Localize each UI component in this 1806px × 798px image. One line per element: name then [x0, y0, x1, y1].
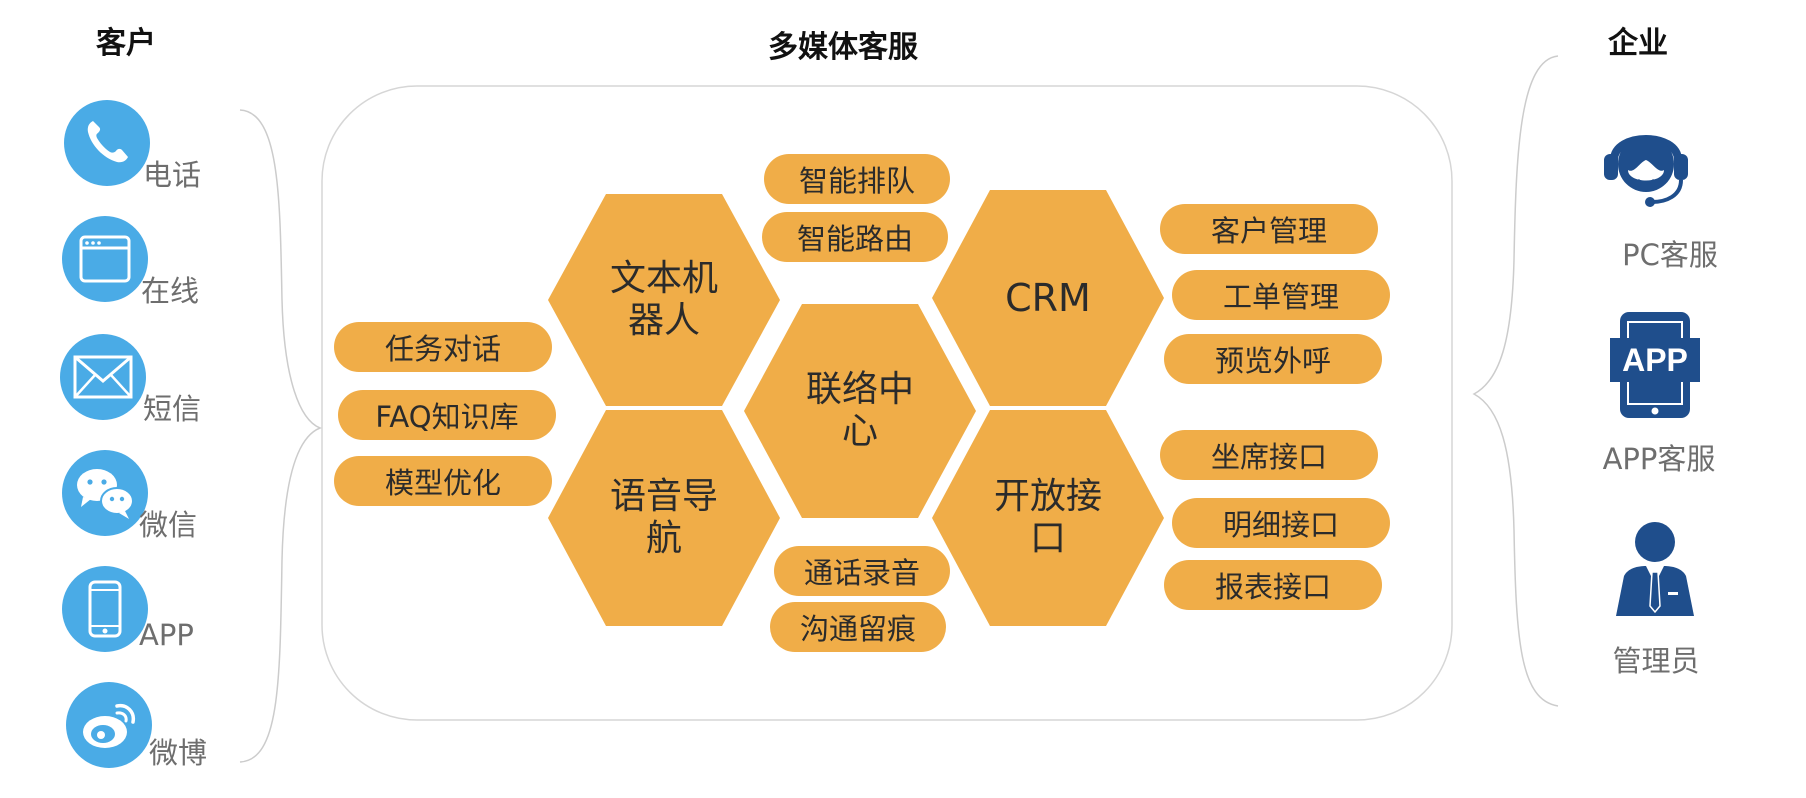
hex-contact-center: 联络中心	[744, 304, 976, 518]
hex-label-line: CRM	[1005, 276, 1091, 320]
channel-online	[62, 216, 148, 302]
channel-label: 电话	[143, 158, 202, 192]
enterprise-label: 管理员	[1612, 644, 1700, 678]
hex-text-robot: 文本机器人	[548, 194, 780, 406]
pill-task-dialog: 任务对话	[334, 322, 552, 372]
pill-customer-management: 客户管理	[1160, 204, 1378, 254]
hex-label-line: 器人	[627, 300, 700, 341]
wechat-icon	[62, 450, 148, 536]
customer-brace	[239, 109, 323, 763]
channel-label: 微信	[139, 508, 198, 542]
channel-label: APP	[139, 618, 194, 652]
channel-weibo	[66, 682, 152, 768]
customer-title: 客户	[96, 26, 156, 61]
channel-label: 微博	[149, 736, 208, 770]
smartphone-icon	[62, 566, 148, 652]
channel-label: 在线	[141, 274, 200, 308]
hex-label-line: 文本机	[609, 258, 718, 299]
enterprise-label: APP客服	[1602, 442, 1716, 476]
pill-faq: FAQ知识库	[338, 390, 556, 440]
administrator-icon	[1610, 520, 1700, 624]
pill-ticket-management: 工单管理	[1172, 270, 1390, 320]
channel-app	[62, 566, 148, 652]
center-title: 多媒体客服	[768, 30, 918, 65]
enterprise-label: PC客服	[1622, 238, 1718, 272]
pill-call-recording: 通话录音	[774, 546, 950, 596]
phone-icon	[64, 100, 150, 186]
pill-model-optimization: 模型优化	[334, 456, 552, 506]
envelope-icon	[60, 334, 146, 420]
channel-phone	[64, 100, 150, 186]
channel-wechat	[62, 450, 148, 536]
hex-label-line: 语音导	[609, 476, 718, 517]
pill-smart-routing: 智能路由	[762, 212, 948, 262]
app-phone-icon: APP	[1610, 310, 1700, 420]
hex-label-line: 联络中	[805, 369, 914, 410]
enterprise-title: 企业	[1608, 26, 1668, 61]
pill-agent-api: 坐席接口	[1160, 430, 1378, 480]
enterprise-brace	[1472, 55, 1559, 707]
hex-label-line: 口	[1029, 518, 1066, 559]
hex-label-line: 心	[841, 411, 878, 452]
channel-label: 短信	[143, 392, 202, 426]
browser-window-icon	[62, 216, 148, 302]
pill-smart-queue: 智能排队	[764, 154, 950, 204]
pill-preview-outbound: 预览外呼	[1164, 334, 1382, 384]
hex-label-line: 航	[645, 518, 682, 559]
hex-label-line: 开放接	[993, 476, 1102, 517]
pill-detail-api: 明细接口	[1172, 498, 1390, 548]
hex-voice-navigation: 语音导航	[548, 410, 780, 626]
center-frame	[321, 85, 1453, 721]
channel-sms	[60, 334, 146, 420]
pill-communication-trace: 沟通留痕	[770, 602, 946, 652]
weibo-icon	[66, 682, 152, 768]
pill-report-api: 报表接口	[1164, 560, 1382, 610]
headset-agent-icon	[1596, 110, 1696, 214]
app-badge-text: APP	[1622, 342, 1688, 378]
